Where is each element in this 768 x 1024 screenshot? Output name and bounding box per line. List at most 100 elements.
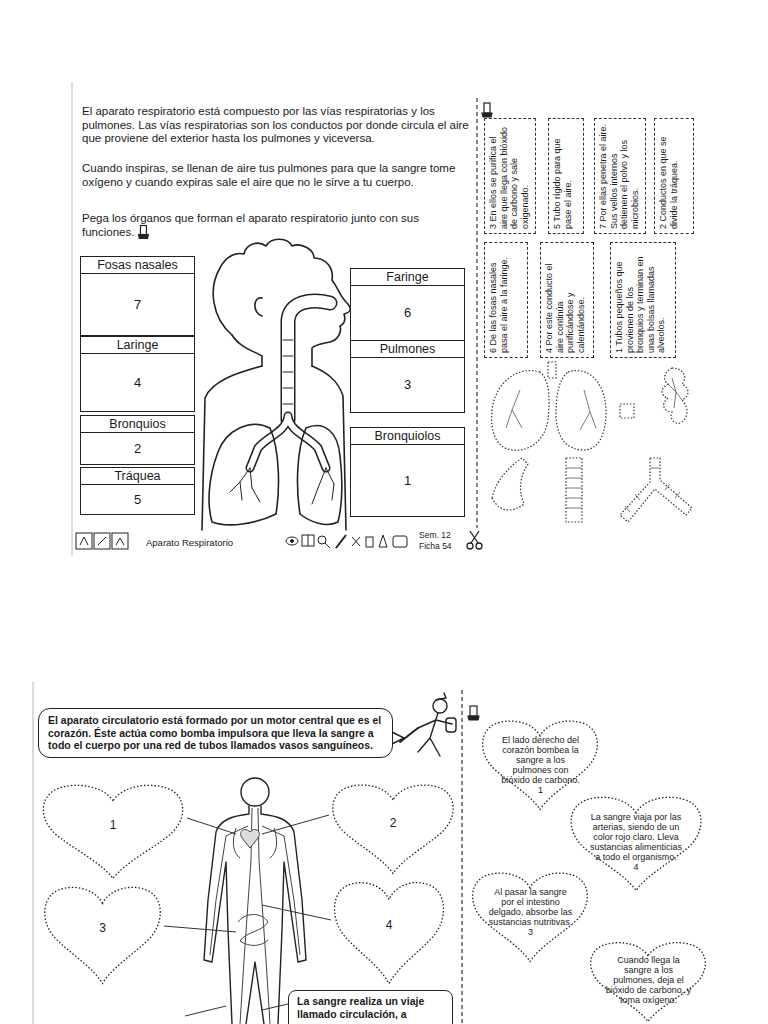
answer-number: 7 [80,274,195,336]
answer-number: 4 [587,862,685,872]
callout-number: 3 [40,921,165,935]
airway-tube [288,301,330,420]
lungs [209,424,342,524]
organ-box: Faringe6 [350,268,465,341]
footer-icon [308,535,309,546]
footer-icon [80,537,124,545]
glue-icon [484,103,490,113]
answer-number: 4 [80,354,195,412]
answer-heart: 2 [328,780,458,875]
heart-text-holder: 2 [328,816,458,830]
function-text: 3 En ellos se purifica el aire que llega… [488,123,530,229]
function-text: El lado derecho del corazón bombea la sa… [497,735,584,785]
bronchi [250,416,326,468]
leader-line [164,926,236,932]
cutout-strip: 7 Por ellas penetra el aire. Sus vellos … [594,118,646,234]
heart-text-holder: Al pasar la sangre por el intestino delg… [487,887,574,937]
rotated-text-holder: 2 Conductos en que se divide la tráquea. [655,119,682,233]
knight-figure [436,693,446,700]
heart-text-holder: Cuando llega la sangre a los pulmones, d… [605,955,692,1005]
footer-icon [393,536,407,547]
child-figure [202,239,350,530]
cutout-strip: 3 En ellos se purifica el aire que llega… [484,118,536,234]
nose-cutout [492,458,528,510]
instruction-text: El aparato respiratorio está compuesto p… [82,105,470,146]
scissors-icon [476,543,482,549]
footer-icon [352,537,360,546]
glue-icon [138,226,148,239]
lung-cutout [556,371,606,450]
organ-box: Bronquiolos1 [350,427,465,517]
sheet-edge [72,82,73,556]
cutout-heart: El lado derecho del corazón bombea la sa… [478,716,602,811]
heart-outline [483,721,598,809]
blood-vessels [210,808,300,1024]
footer-title: Aparato Respiratorio [146,537,276,548]
footer-icon [76,533,92,549]
heart-organ [241,830,260,848]
leader-line [262,1004,288,1010]
callout-tail [392,732,404,744]
organ-box: Fosas nasales7 [80,256,195,336]
bronchi-rings [625,468,680,512]
callout-number: 2 [328,816,458,830]
organ-box: Laringe4 [80,336,195,412]
heart-outline [591,943,706,1022]
intro-callout: El aparato circulatorio está formado por… [38,708,393,758]
organ-name: Fosas nasales [80,256,195,274]
leader-line [164,815,331,1016]
human-figure [204,778,306,1024]
knight-figure [400,693,456,756]
instruction-text: Pega los órganos que forman el aparato r… [82,212,470,239]
answer-heart: 4 [330,877,448,985]
trachea-rings [283,340,293,404]
head [241,778,269,806]
answer-number: 3 [487,927,574,937]
ear [255,298,262,316]
knight-figure [433,699,447,713]
heart-outline [45,887,161,983]
body-outline [202,366,262,530]
blood-vessel [210,826,300,955]
function-text: La sangre viaja por las arterias, siendo… [587,812,685,862]
trachea-rings [566,468,582,508]
cutout-strip: 5 Tubo rígido para que pase el aire. [548,118,584,234]
answer-number: 2 [80,433,195,465]
glue-icon [482,113,492,117]
glue-icon [140,226,146,235]
rotated-text-holder: 7 Por ellas penetra el aire. Sus vellos … [595,119,643,233]
bronchiole-cutout [662,368,688,423]
footer-icon [379,535,387,547]
answer-number: 1 [497,785,584,795]
answer-heart: 3 [40,882,165,985]
footer-icon [366,537,373,547]
note-callout: La sangre realiza un viaje llamado circu… [288,990,453,1024]
organ-name: Laringe [80,336,195,354]
glue-icon [468,716,479,720]
sheet-number: Sem. 12 [419,530,469,540]
rotated-text-holder: 6 De las fosas nasales pasa el aire a la… [485,243,512,357]
heart-text-holder: 1 [38,818,188,832]
cutout-strip: 4 Por este conducto el aire continúa pur… [540,242,594,358]
callout-tail [392,732,404,744]
function-text: 6 De las fosas nasales pasa el aire a la… [488,247,509,353]
answer-number: 6 [350,286,465,341]
larynx-cutout [620,404,634,418]
sheet-edge [33,82,72,1024]
function-text: Al pasar la sangre por el intestino delg… [487,887,574,927]
leader-line [187,818,236,834]
cutout-heart: Al pasar la sangre por el intestino delg… [468,868,592,963]
scissors-icon [467,543,473,549]
footer-icon [76,533,407,549]
callout-number: 4 [330,918,448,932]
organ-name: Pulmones [350,340,465,358]
note-text: La sangre realiza un viaje llamado circu… [297,995,444,1020]
lung-cutout [492,371,549,451]
leader-line [262,905,331,920]
answer-number: 1 [350,445,465,517]
leader-line [262,815,329,834]
function-text: 7 Por ellas penetra el aire. Sus vellos … [598,123,640,229]
cutout-heart: Cuando llega la sangre a los pulmones, d… [586,938,710,1023]
intro-text: El aparato circulatorio está formado por… [48,714,383,752]
leader-line [185,1006,226,1016]
